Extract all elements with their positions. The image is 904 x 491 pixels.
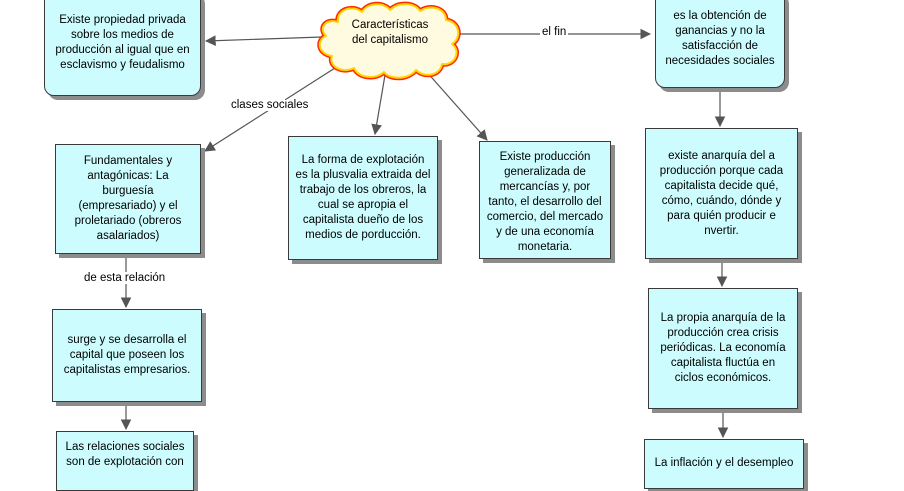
box-inflacion: La inflación y el desempleo (644, 439, 804, 489)
box-fin: es la obtención de ganancias y no la sat… (655, 0, 785, 88)
central-title: Características del capitalismo (328, 18, 452, 48)
box-crisis: La propia anarquía de la producción crea… (648, 288, 798, 409)
central-cloud (317, 1, 461, 81)
central-title-line2: del capitalismo (351, 34, 429, 46)
label-el-fin: el fin (540, 26, 569, 38)
box-relaciones: Las relaciones sociales son de explotaci… (56, 431, 194, 491)
connector-explotacion (371, 74, 386, 136)
box-propiedad: Existe propiedad privada sobre los medio… (44, 0, 201, 96)
label-clases-sociales: clases sociales (229, 99, 311, 111)
central-title-line1: Características (351, 19, 429, 31)
box-anarquia: existe anarquía del a producción porque … (645, 128, 798, 259)
box-mercancias: Existe producción generalizada de mercan… (479, 141, 611, 259)
label-de-esta-relacion: de esta relación (82, 272, 168, 284)
connector-mercancias (424, 69, 488, 141)
diagram-canvas (120, 1, 729, 439)
connector-propiedad (204, 35, 323, 47)
box-capital: surge y se desarrolla el capital que pos… (52, 309, 202, 402)
box-explotacion: La forma de explotación es la plusvalia … (288, 136, 438, 260)
box-clases: Fundamentales y antagónicas: La burguesí… (55, 144, 201, 254)
